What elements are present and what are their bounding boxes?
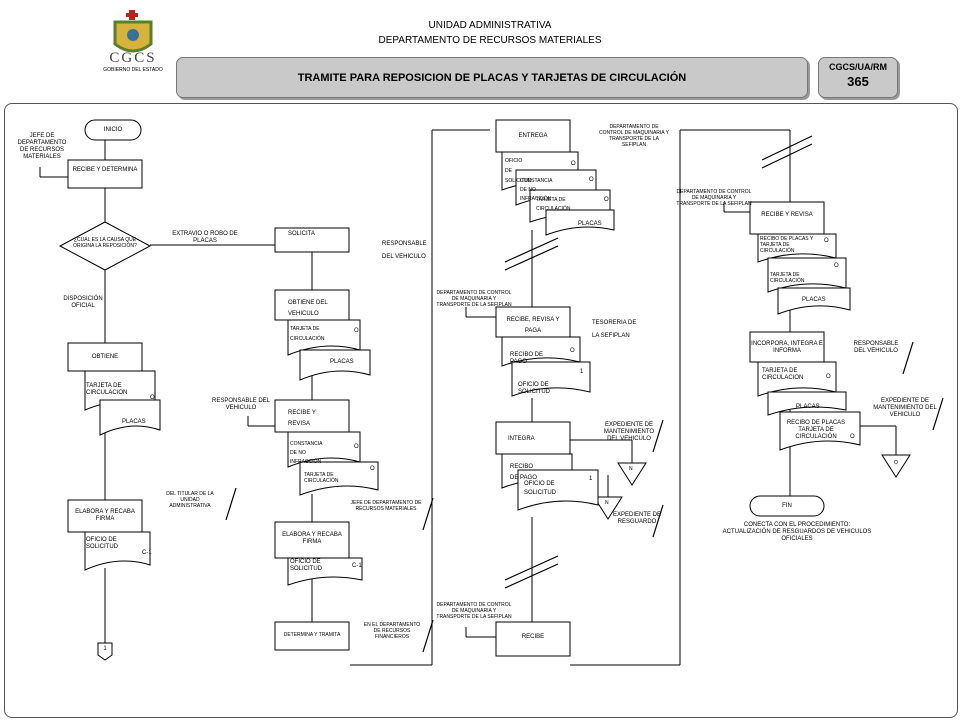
actor-control-1: DEPARTAMENTO DE CONTROL DE MAQUINARIA Y … [598, 124, 669, 148]
connector-1: 1 [103, 646, 107, 652]
actor-responsable: RESPONSABLE DEL VEHICULO [382, 241, 427, 260]
code-label: CGCS/UA/RM [829, 62, 887, 72]
actor-responsable-2: RESPONSABLE DEL VEHICULO [211, 398, 271, 411]
actor-responsable-3: RESPONSABLE DEL VEHICULO [853, 341, 899, 354]
step-solicita: SOLICITA [288, 231, 315, 237]
actor-control-2: DEPARTAMENTO DE CONTROL DE MAQUINARIA Y … [436, 290, 512, 308]
doc-o-7: O [604, 197, 609, 203]
doc-o-12: O [850, 434, 855, 440]
doc-tarjeta-2: TARJETA DE CIRCULACIÓN [290, 326, 325, 342]
logo-subtitle: GOBIERNO DEL ESTADO [103, 67, 163, 73]
note-conecta: CONECTA CON EL PROCEDIMIENTO: ACTUALIZAC… [722, 522, 872, 542]
branch-disposicion: DISPOSICIÓN OFICIAL [63, 296, 103, 309]
actor-jefe-depto: JEFE DE DEPARTAMENTO DE RECURSOS MATERIA… [17, 133, 67, 160]
doc-o-8: O [570, 348, 575, 354]
doc-recibo-placas-2: RECIBO DE PLACAS TARJETA DE CIRCULACIÓN [786, 420, 846, 440]
step-recibe-determina: RECIBE Y DETERMINA [72, 167, 138, 173]
start-terminator: INICIO [103, 127, 123, 133]
doc-tarjeta-6: TARJETA DE CIRCULACION [762, 368, 804, 381]
logo [93, 8, 173, 80]
doc-placas-3: PLACAS [578, 221, 602, 227]
unit-title: UNIDAD ADMINISTRATIVA [428, 20, 552, 31]
step-obtiene: OBTIENE [91, 354, 119, 360]
expediente-mantenimiento: EXPEDIENTE DE MANTENIMIENTO DEL VEHICULO [603, 422, 655, 442]
doc-tarjeta-5: TARJETA DE CIRCULACIÓN [770, 272, 805, 284]
doc-one-2: 1 [589, 476, 593, 482]
step-entrega: ENTREGA [518, 133, 548, 139]
note-recursos-financieros: EN EL DEPARTAMENTO DE RECURSOS FINANCIER… [363, 622, 421, 640]
step-obtiene-vehiculo: OBTIENE DEL VEHICULO [288, 300, 328, 317]
doc-oficio-5: OFICIO DE SOLICITUD [524, 481, 557, 496]
expediente-mantenimiento-2: EXPEDIENTE DE MANTENIMIENTO DEL VEHICULO [873, 398, 937, 418]
branch-extravio: EXTRAVIO O ROBO DE PLACAS [172, 231, 238, 244]
doc-o-2: O [354, 328, 359, 334]
doc-tarjeta-4: TARJETA DE CIRCULACIÓN [536, 197, 571, 212]
step-elabora: ELABORA Y RECABA FIRMA [75, 509, 135, 522]
diagram-frame [4, 103, 958, 718]
expediente-resguardo: EXPEDIENTE DE RESGUARDO [612, 512, 661, 525]
step-integra: INTEGRA [508, 436, 535, 442]
logo-text: CGCS [109, 50, 157, 66]
doc-recibo-placas: RECIBO DE PLACAS Y TARJETA DE CIRCULACIÓ… [760, 236, 814, 254]
doc-placas-4: PLACAS [802, 297, 826, 303]
step-recibe-3: RECIBE [521, 634, 545, 640]
step-elabora-2: ELABORA Y RECABA FIRMA [282, 532, 342, 545]
step-recibe-revisa-2: RECIBE Y REVISA [761, 212, 813, 218]
step-recibe-revisa: RECIBE Y REVISA [288, 410, 316, 427]
doc-placas: PLACAS [122, 419, 146, 425]
connector-n-1: N [629, 466, 633, 472]
doc-tarjeta-circulacion: TARJETA DE CIRCULACION [86, 383, 128, 396]
doc-o-6: O [589, 177, 594, 183]
doc-o-11: O [826, 374, 831, 380]
decision-causa: ¿CUÁL ES LA CAUSA QUE ORIGINA LA REPOSIC… [73, 237, 137, 249]
doc-o-3: O [354, 444, 359, 450]
department-title: DEPARTAMENTO DE RECURSOS MATERIALES [378, 35, 602, 46]
doc-constancia: CONSTANCIA DE NO INFRACCIÓN [290, 441, 323, 465]
doc-constancia-2: CONSTANCIA DE NO INFRACCIÓN [520, 178, 553, 202]
actor-control-3: DEPARTAMENTO DE CONTROL DE MAQUINARIA Y … [436, 602, 512, 620]
note-titular: DEL TITULAR DE LA UNIDAD ADMINISTRATIVA [166, 491, 214, 509]
doc-one: 1 [580, 369, 584, 375]
doc-o-4: O [370, 466, 375, 472]
note-jefe-depto: JEFE DE DEPARTAMENTO DE RECURSOS MATERIA… [350, 500, 422, 512]
step-recibe-revisa-paga: RECIBE, REVISA Y PAGA [506, 317, 560, 334]
code-number: 365 [847, 74, 869, 89]
doc-oficio-4: OFICIO DE SOLICITUD [518, 382, 551, 395]
doc-placas-2: PLACAS [330, 359, 354, 365]
doc-tarjeta-3: TARJETA DE CIRCULACIÓN [304, 472, 339, 484]
doc-oficio: OFICIO DE SOLICITUD [86, 537, 119, 550]
doc-c1: C-1 [142, 550, 152, 556]
end-terminator: FIN [782, 503, 792, 509]
doc-o-9: O [824, 238, 829, 244]
doc-oficio-2: OFICIO DE SOLICITUD [290, 559, 323, 572]
doc-c1-2: C-1 [352, 563, 362, 569]
doc-recibo: RECIBO DE PAGO [510, 352, 544, 365]
procedure-title: TRAMITE PARA REPOSICION DE PLACAS Y TARJ… [176, 57, 808, 98]
shield-icon [113, 10, 153, 53]
doc-o-10: O [834, 263, 839, 269]
actor-tesoreria: TESORERIA DE LA SEFIPLAN [592, 320, 637, 339]
code-box: CGCS/UA/RM 365 [818, 57, 898, 98]
doc-placas-5: PLACAS [796, 404, 820, 410]
procedure-title-text: TRAMITE PARA REPOSICION DE PLACAS Y TARJ… [297, 71, 687, 84]
connector-o: O [894, 460, 898, 466]
connector-n-2: N [605, 500, 609, 506]
doc-recibo-2: RECIBO DE PAGO [510, 464, 537, 481]
actor-control-4: DEPARTAMENTO DE CONTROL DE MAQUINARIA Y … [676, 189, 752, 207]
doc-o-1: O [150, 395, 155, 401]
doc-oficio-3: OFICIO DE SOLICITUD [505, 158, 532, 184]
step-determina: DETERMINA Y TRAMITA [283, 632, 341, 638]
doc-o-5: O [571, 161, 576, 167]
step-incorpora: INCORPORA, INTEGRA E INFORMA [751, 341, 823, 354]
